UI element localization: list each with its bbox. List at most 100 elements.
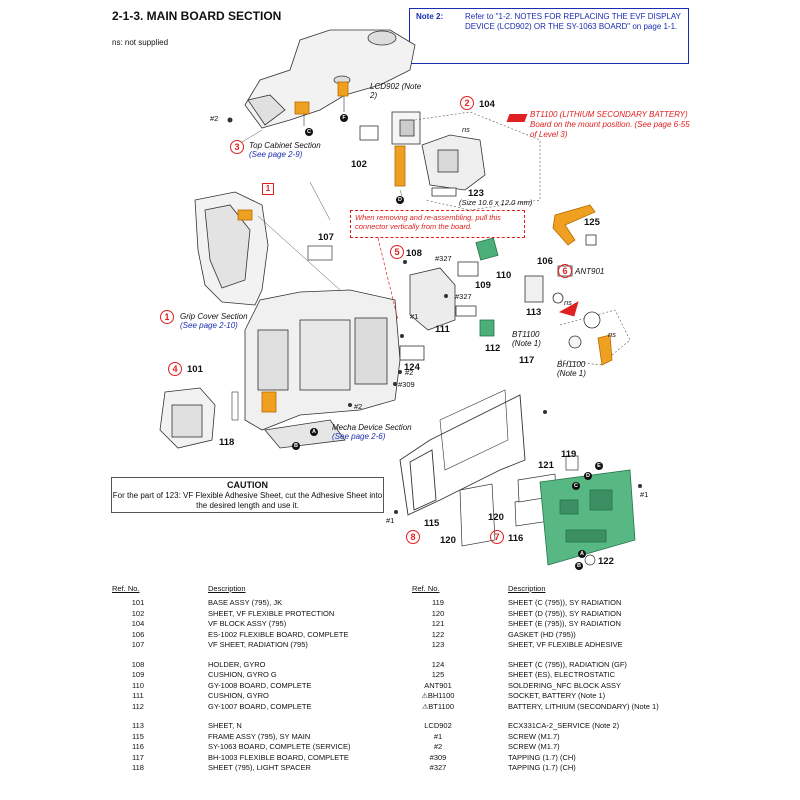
table-ref-cell: 121 [431, 619, 445, 628]
table-desc-cell: SY-1063 BOARD, COMPLETE (SERVICE) [208, 742, 351, 751]
connector-b-dot-2: B [575, 562, 583, 570]
table-desc-cell: CUSHION, GYRO [208, 691, 269, 700]
table-ref-cell: 122 [431, 629, 445, 639]
table-ref-cell: ⚠BT1100 [408, 702, 468, 714]
table-desc-cell: SOLDERING_NFC BLOCK ASSY [508, 680, 621, 690]
pn-118: 118 [219, 437, 235, 448]
table-ref-cell: 119 [432, 598, 444, 607]
table-desc-cell: SHEET (D (795)), SY RADIATION [508, 608, 622, 618]
table-ref-cell: 118 [132, 763, 144, 772]
top-cabinet-title: Top Cabinet Section [249, 141, 321, 150]
pn-125: 125 [584, 217, 600, 228]
circle-4: 4 [168, 362, 182, 376]
grip-cover-drawing [194, 191, 269, 306]
pn-119: 119 [561, 449, 577, 460]
screw-327-label-a: #327 [435, 254, 452, 263]
screw-2-label-c: #2 [354, 402, 363, 411]
table-desc-cell: GY-1008 BOARD, COMPLETE [208, 680, 312, 690]
table-ref-cell: 107 [131, 640, 145, 649]
pn-124: 124 [404, 362, 420, 373]
table-ref-cell: LCD902 [424, 721, 452, 730]
table-desc-cell: BASE ASSY (795), JK [208, 598, 283, 607]
connector-warning: When removing and re-assembling, pull th… [350, 210, 525, 238]
size-callout: (Size 10.6 x 12.0 mm) [459, 198, 533, 207]
pn-113: 113 [526, 307, 542, 318]
table-ref-cell: #309 [429, 752, 447, 762]
grip-cover-callout[interactable]: Grip Cover Section (See page 2-10) [180, 312, 248, 330]
pn-106: 106 [537, 256, 553, 267]
circle-2: 2 [460, 96, 474, 110]
pn-120b: 120 [440, 535, 456, 546]
connector-f-dot: F [340, 114, 348, 122]
mecha-device-link[interactable]: (See page 2-6) [332, 432, 386, 441]
screw-309-label: #309 [398, 380, 415, 389]
table-ref-cell: #1 [433, 731, 443, 741]
grip-cover-title: Grip Cover Section [180, 312, 248, 321]
ns-note: ns: not supplied [112, 38, 169, 47]
pn-123: 123 [468, 188, 484, 199]
table-desc-cell: SHEET, N [208, 721, 242, 730]
table-desc-cell: BATTERY, LITHIUM (SECONDARY) (Note 1) [508, 701, 659, 711]
base-assy-drawing [159, 387, 216, 449]
pn-115: 115 [424, 518, 440, 529]
table-desc-cell: SHEET (795), LIGHT SPACER [208, 763, 311, 772]
circle-6: 6 [558, 264, 572, 278]
table-ref-cell: 116 [132, 742, 144, 751]
pn-108: 108 [406, 248, 422, 259]
screw-marks [227, 117, 642, 514]
top-cabinet-callout[interactable]: Top Cabinet Section (See page 2-9) [249, 141, 321, 159]
warning-triangle-icon: ⚠ [422, 703, 429, 711]
note2-box: Note 2: Refer to "1-2. NOTES FOR REPLACI… [409, 8, 689, 64]
gyro-drawing [399, 237, 544, 361]
top-cabinet-link[interactable]: (See page 2-9) [249, 150, 303, 159]
pn-111: 111 [435, 324, 450, 335]
grip-cover-link[interactable]: (See page 2-10) [180, 321, 238, 330]
mecha-device-callout[interactable]: Mecha Device Section (See page 2-6) [332, 423, 412, 441]
table-desc-cell: SCREW (M1.7) [508, 731, 560, 741]
frame-drawing [399, 389, 526, 516]
pn-112: 112 [485, 343, 501, 354]
screw-1-label-a: #1 [410, 312, 419, 321]
table-ref-cell: 104 [131, 619, 145, 628]
ns-tag-1: ns [462, 125, 470, 134]
bt1100-callout: BT1100 (Note 1) [512, 330, 541, 348]
caution-heading: CAUTION [227, 480, 268, 490]
table-desc-cell: SHEET (C (795)), RADIATION (GF) [508, 659, 627, 669]
bh1100-callout: BH1100 (Note 1) [557, 360, 586, 378]
main-board-drawing [539, 469, 636, 566]
table-ref-cell: 120 [431, 608, 445, 618]
table-ref-cell: 113 [132, 721, 144, 730]
table-ref-cell: #2 [433, 742, 443, 751]
table-ref-cell: 101 [131, 598, 145, 607]
table-ref-cell: #327 [429, 763, 447, 772]
mecha-device-title: Mecha Device Section [332, 423, 412, 432]
pn-109: 109 [475, 280, 491, 291]
table-desc-cell: VF SHEET, RADIATION (795) [208, 640, 308, 649]
table-desc-cell: SHEET, VF FLEXIBLE ADHESIVE [508, 640, 623, 649]
table-desc-cell: FRAME ASSY (795), SY MAIN [208, 731, 311, 741]
connector-c-dot: C [305, 128, 313, 136]
es-flex-drawing [552, 204, 597, 246]
note2-label: Note 2: [416, 12, 444, 21]
table-ref-cell: 106 [131, 629, 145, 639]
connector-a-dot: A [310, 428, 318, 436]
connector-d-dot-2: D [584, 472, 592, 480]
table-ref-cell: 108 [131, 659, 145, 669]
screw-1-label-c: #1 [386, 516, 395, 525]
table-ref-cell: 111 [132, 691, 144, 700]
table-desc-cell: CUSHION, GYRO G [208, 670, 277, 679]
pn-116: 116 [508, 533, 524, 544]
note2-text: Refer to "1-2. NOTES FOR REPLACING THE E… [465, 12, 681, 31]
table-desc-cell: TAPPING (1.7) (CH) [508, 752, 576, 762]
connector-e-dot: E [595, 462, 603, 470]
table-desc-cell: ECX331CA-2_SERVICE (Note 2) [508, 721, 620, 730]
main-body-drawing [244, 289, 401, 449]
screw-2-label-b: #2 [405, 368, 414, 377]
lcd902-callout: LCD902 (Note 2) [370, 82, 422, 100]
table-desc-cell: ES-1002 FLEXIBLE BOARD, COMPLETE [208, 629, 349, 639]
leader-lines [241, 129, 403, 291]
ns-tag-3: ns [608, 330, 616, 339]
screw-2-label-a: #2 [210, 114, 219, 123]
